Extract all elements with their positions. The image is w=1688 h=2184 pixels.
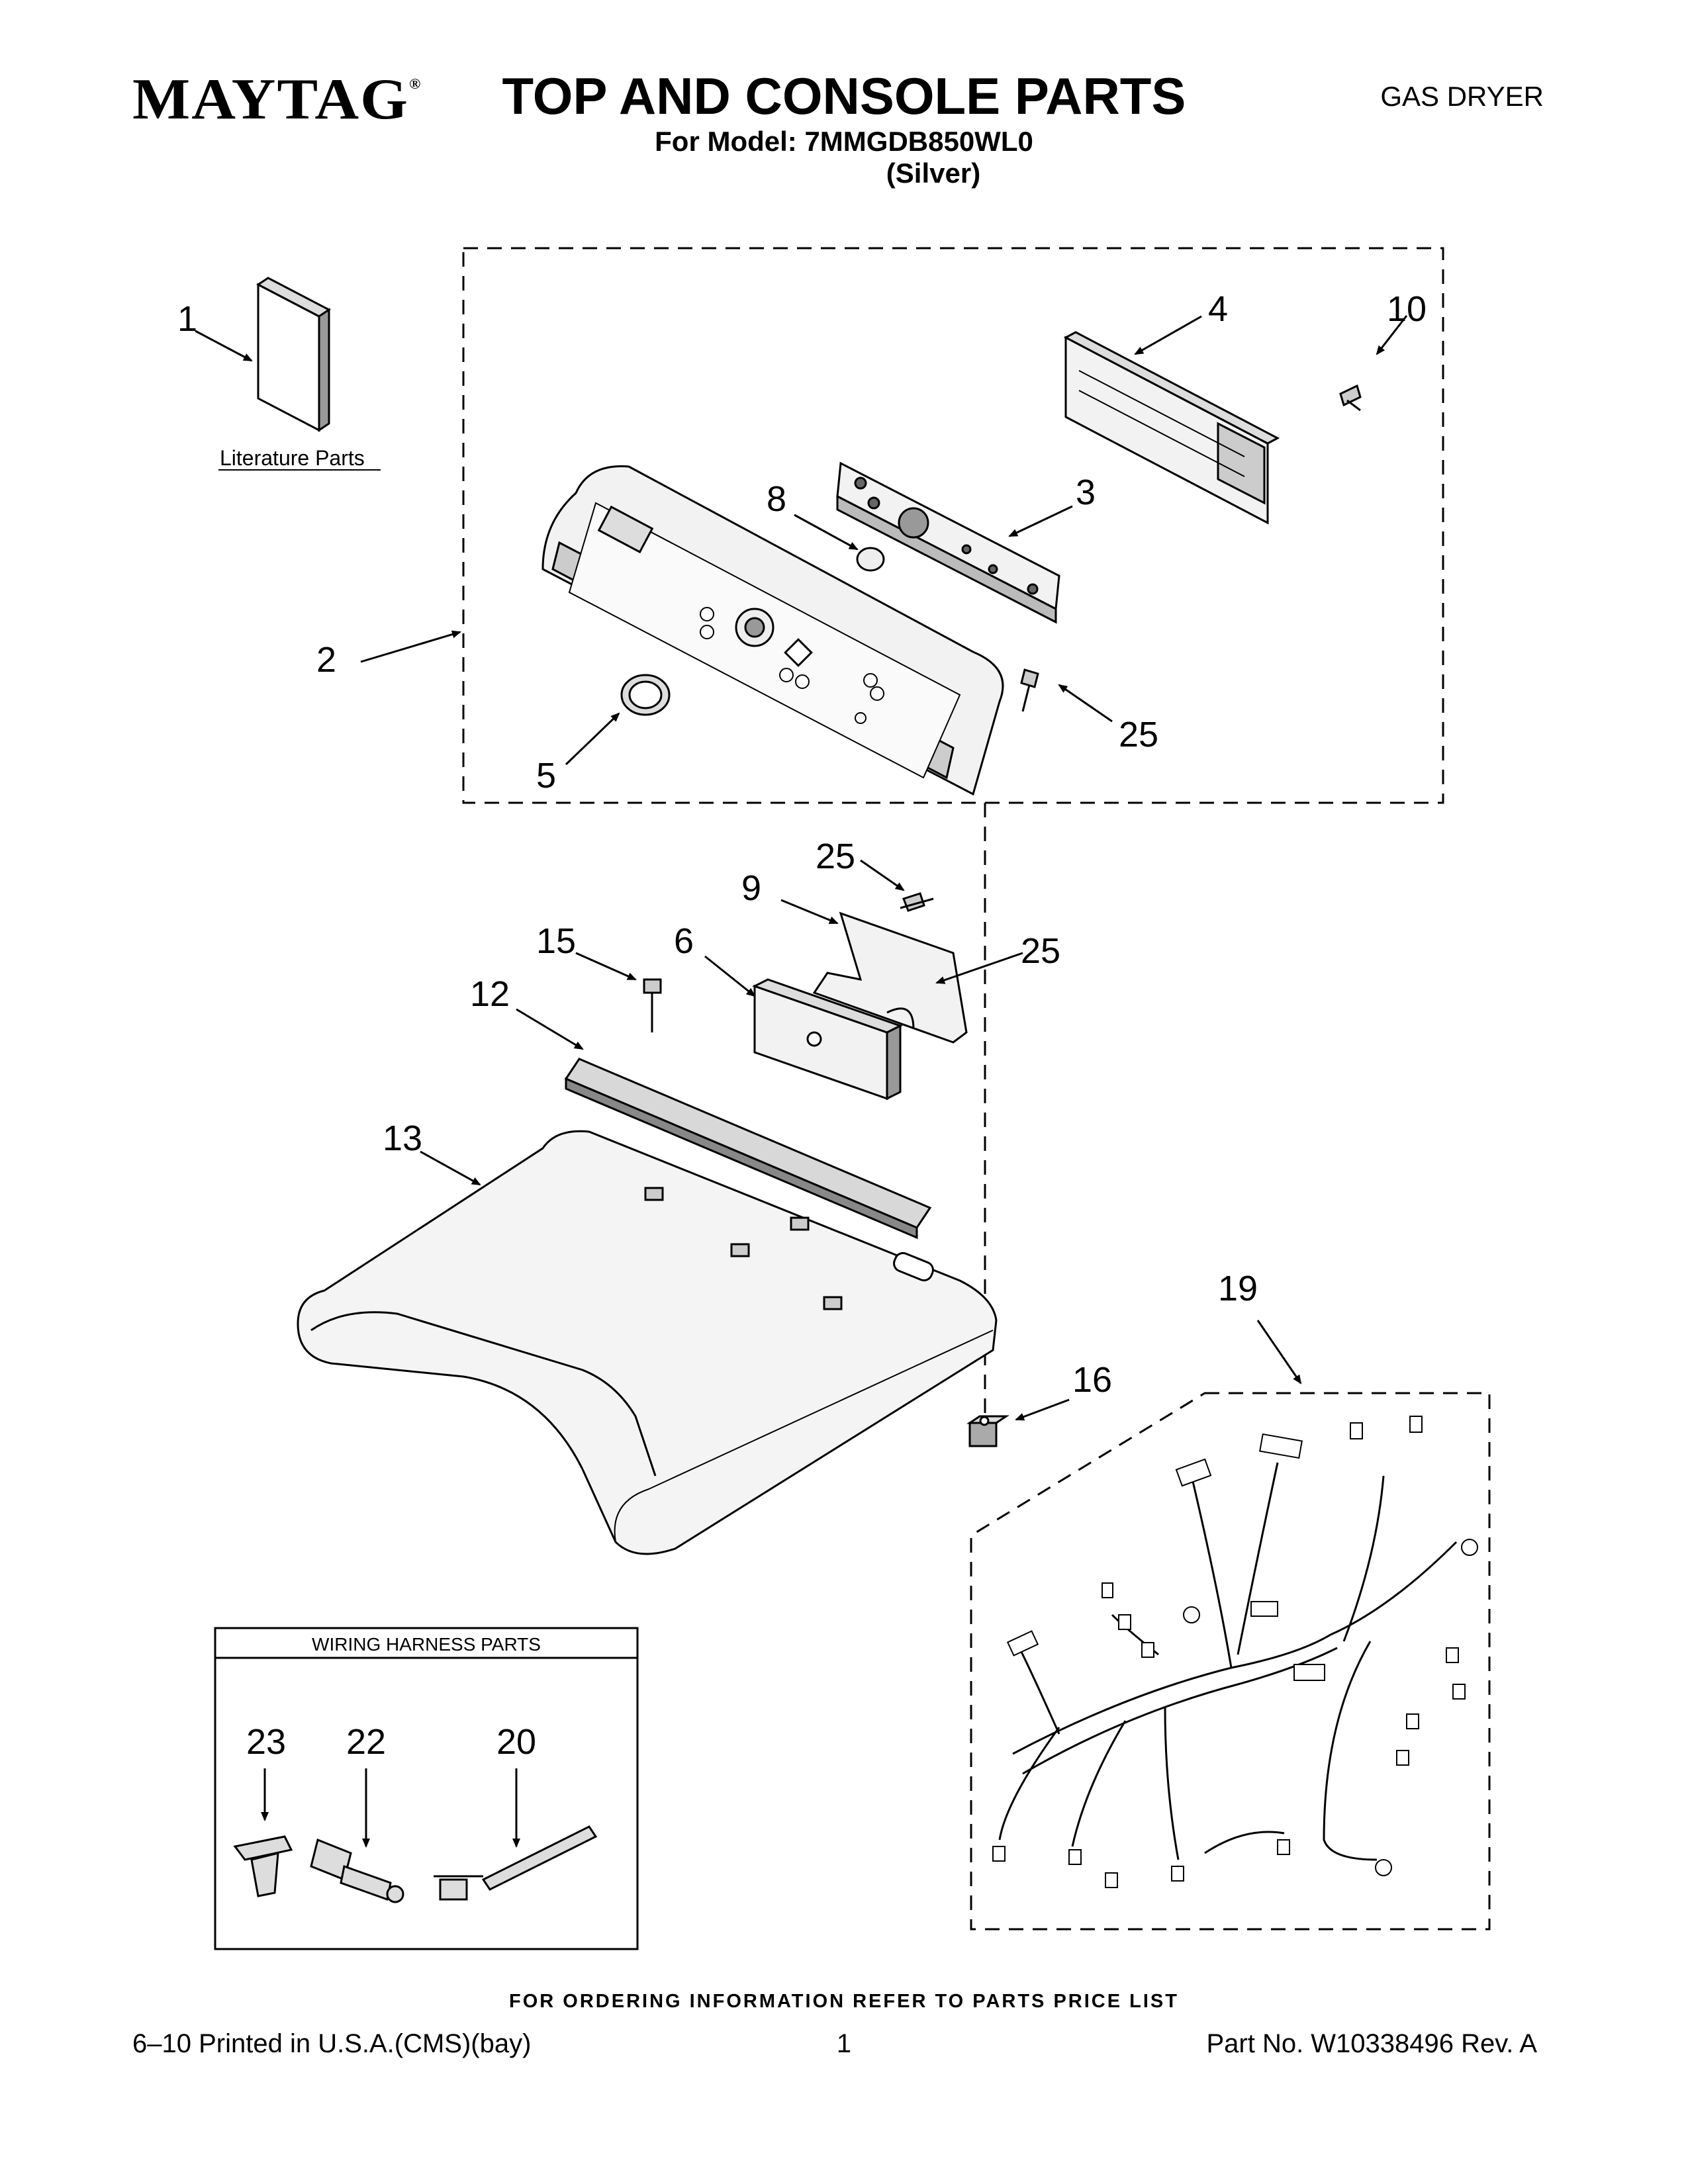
brand-logo: MAYTAG®	[132, 68, 422, 132]
wiring-connectors	[992, 1416, 1478, 1888]
cover-strip-illustration	[564, 1058, 932, 1240]
page-title: TOP AND CONSOLE PARTS	[502, 67, 1186, 125]
callout-4: 4	[1208, 289, 1228, 329]
callout-2: 2	[316, 640, 336, 680]
control-board-illustration	[836, 461, 1060, 624]
callout-5: 5	[536, 756, 556, 796]
literature-label: Literature Parts	[220, 446, 365, 470]
model-line: For Model: 7MMGDB850WL0	[655, 126, 1033, 157]
seal-ring-illustration	[856, 547, 885, 572]
callout-23: 23	[246, 1722, 286, 1762]
mounting-bracket-illustration	[812, 911, 968, 1044]
wiring-harness-box	[970, 1392, 1491, 1931]
callout-25-console: 25	[1119, 715, 1158, 754]
housing-illustration	[1063, 331, 1280, 525]
wiring-harness-illustration	[998, 1462, 1458, 1861]
leader-arrows	[195, 315, 1408, 1848]
clip-illustration	[233, 1835, 293, 1897]
foot-illustration	[966, 1415, 1009, 1447]
callout-8: 8	[767, 479, 786, 519]
callout-3: 3	[1076, 473, 1096, 512]
part-number: Part No. W10338496 Rev. A	[1206, 2029, 1537, 2058]
wiring-box-heading: WIRING HARNESS PARTS	[312, 1634, 541, 1655]
page-number: 1	[836, 2029, 852, 2058]
callout-6: 6	[674, 921, 694, 961]
literature-book-icon	[256, 277, 331, 432]
callout-19: 19	[1218, 1269, 1258, 1308]
print-info: 6–10 Printed in U.S.A.(CMS)(bay)	[132, 2029, 532, 2058]
callout-15: 15	[536, 921, 576, 961]
top-panel-illustration	[297, 1130, 998, 1555]
callout-9: 9	[741, 868, 761, 908]
callout-22: 22	[346, 1722, 386, 1762]
color-line: (Silver)	[886, 158, 981, 189]
callout-13: 13	[383, 1118, 422, 1158]
callout-10: 10	[1387, 289, 1427, 329]
callout-20: 20	[496, 1722, 536, 1762]
terminal-illustration	[310, 1838, 404, 1903]
callout-16: 16	[1072, 1360, 1112, 1400]
dryer-type: GAS DRYER	[1380, 81, 1544, 112]
ordering-note: FOR ORDERING INFORMATION REFER TO PARTS …	[509, 1991, 1179, 2012]
callout-25-bracket-side: 25	[1021, 931, 1060, 971]
console-group-box	[462, 247, 1444, 804]
callout-12: 12	[470, 974, 510, 1014]
console-panel-illustration	[541, 465, 1004, 796]
knob-illustration	[620, 674, 671, 716]
control-module-illustration	[752, 978, 915, 1101]
model-info: For Model: 7MMGDB850WL0 (Silver)	[0, 126, 1688, 189]
callout-25-bracket-top: 25	[816, 837, 855, 876]
callout-1: 1	[177, 299, 197, 339]
wiring-parts-box	[214, 1627, 639, 1950]
cable-tie-illustration	[434, 1825, 598, 1901]
